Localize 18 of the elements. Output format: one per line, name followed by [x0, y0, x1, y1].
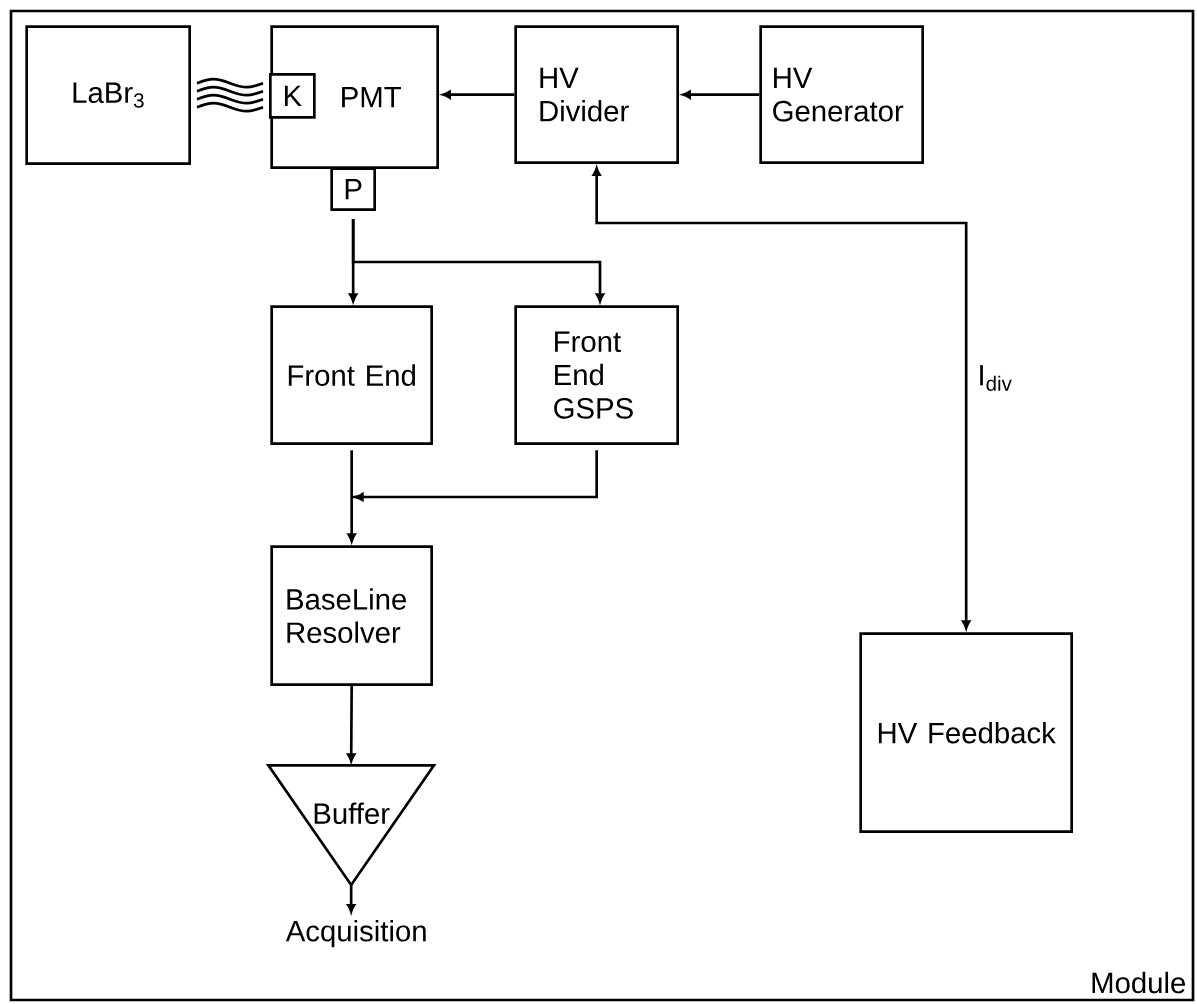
arrow	[346, 885, 356, 913]
arrow	[682, 90, 760, 99]
block-box: HV Feedback	[859, 632, 1073, 833]
arrow	[351, 219, 605, 303]
edge-label: I$_{div}$	[974, 362, 1016, 394]
block-box: LaBr$_{3}$	[25, 25, 191, 165]
block-box: HV Generator	[759, 25, 924, 164]
block-box: BaseLine Resolver	[270, 545, 433, 686]
output-label: Acquisition	[285, 920, 426, 948]
arrow	[347, 686, 356, 763]
block-box: HV Divider	[514, 25, 679, 164]
arrow	[442, 90, 515, 99]
terminal-box: K	[269, 73, 316, 119]
arrow	[347, 497, 356, 543]
arrow	[351, 450, 598, 502]
block-box: Front End	[270, 305, 433, 445]
terminal-box: P	[330, 167, 376, 211]
wavy-lines	[195, 77, 265, 113]
